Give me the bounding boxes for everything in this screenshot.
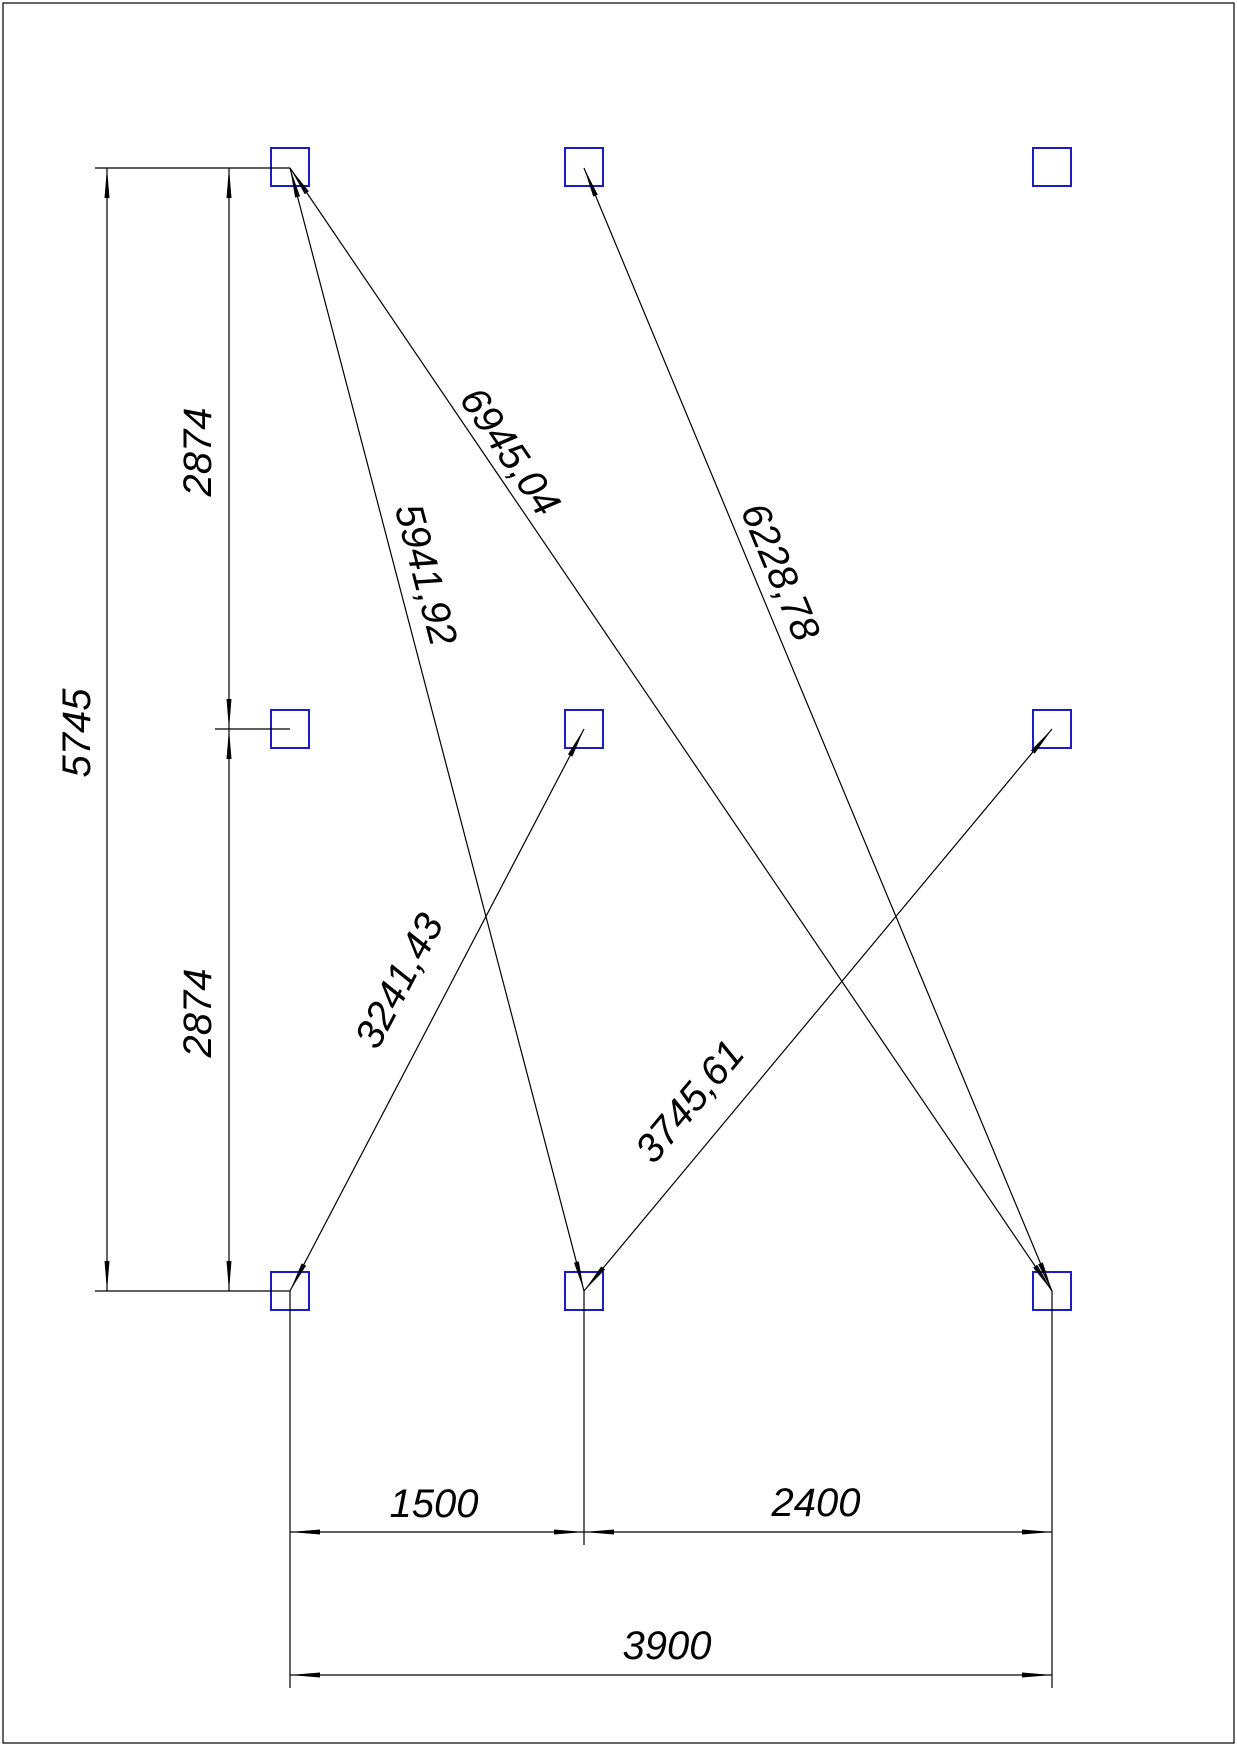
column-marker-top-left — [270, 147, 310, 187]
dimension-right-width: 2400 — [584, 1481, 1052, 1535]
diagonal-label-6228: 6228,78 — [732, 497, 828, 648]
diagonal-middle-middle-to-bottom-left: 3241,43 — [289, 728, 585, 1292]
diagonal-label-5941: 5941,92 — [386, 499, 465, 650]
diagonal-line-5941 — [289, 167, 585, 1292]
dimension-label-total-height: 5745 — [55, 688, 99, 778]
dimension-label-upper-height: 2874 — [176, 408, 220, 498]
diagonal-label-3745: 3745,61 — [627, 1032, 753, 1171]
column-marker-top-right — [1032, 147, 1072, 187]
dimension-label-left-width: 1500 — [390, 1482, 479, 1526]
dimension-label-right-width: 2400 — [771, 1481, 861, 1525]
dimension-total-width: 3900 — [290, 1624, 1052, 1678]
dimension-left-width: 1500 — [290, 1482, 584, 1535]
dimension-upper-height: 2874 — [176, 168, 232, 729]
dimension-total-height: 5745 — [55, 167, 290, 1292]
diagonal-line-3745 — [583, 728, 1053, 1292]
dimension-label-total-width: 3900 — [623, 1624, 712, 1668]
dimension-label-lower-height: 2874 — [176, 969, 220, 1059]
dimension-lower-height: 2874 — [176, 729, 232, 1291]
diagonal-label-6945: 6945,04 — [451, 380, 569, 524]
diagonal-label-3241: 3241,43 — [346, 907, 452, 1056]
horizontal-extension-lines — [289, 1291, 1053, 1688]
column-marker-top-middle — [564, 147, 604, 187]
diagonal-middle-right-to-bottom-middle: 3745,61 — [583, 728, 1053, 1292]
diagonal-line-3241 — [289, 728, 585, 1292]
diagonal-top-left-to-bottom-middle: 5941,92 — [289, 167, 585, 1292]
